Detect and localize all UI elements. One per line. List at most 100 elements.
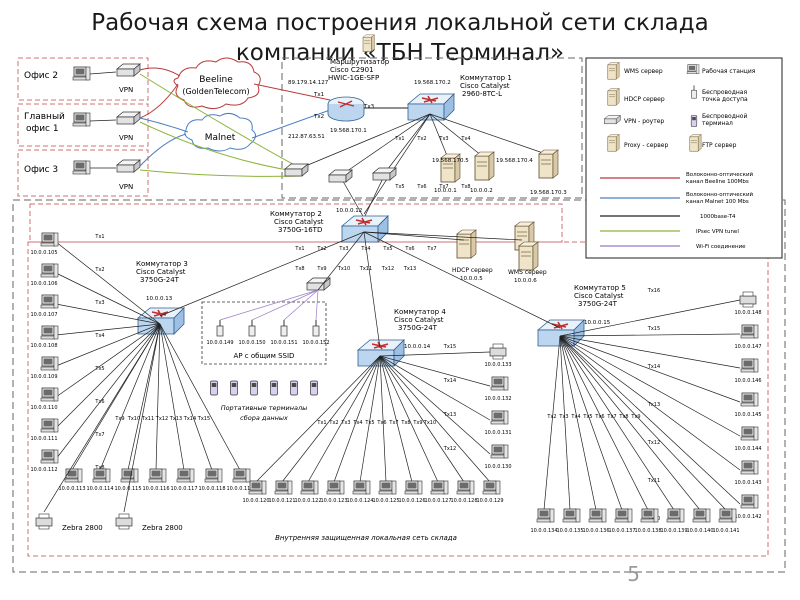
workstation-pc — [740, 392, 759, 407]
switch5-port-label: Tx8 — [618, 414, 628, 420]
switch2-port-label: Tx10 — [337, 266, 350, 272]
switch4-port-label: Tx1 — [316, 420, 326, 426]
switch5-port-label: Tx6 — [594, 414, 604, 420]
workstation-pc — [40, 449, 59, 464]
pc-ip-label: 10.0.0.106 — [30, 281, 57, 287]
title-line-2: компании «ТБН Терминал» — [235, 40, 565, 66]
workstation-pc — [456, 480, 475, 495]
legend-wms: WMS сервер — [624, 68, 663, 75]
lan-main-border — [27, 241, 769, 557]
switch3-port-label: Tx15 — [197, 416, 210, 422]
main-office-label-l1: Главный — [24, 112, 65, 122]
switch3-name-l3: 3750G-24T — [140, 276, 180, 284]
workstation-pc — [326, 480, 345, 495]
pc-ip-label: 10.0.0.133 — [484, 362, 511, 368]
switch1-port-label: Tx6 — [416, 184, 426, 190]
pc-ip-label: 10.0.0.148 — [734, 310, 761, 316]
workstation-pc — [64, 468, 83, 483]
wireless-ap-icon — [248, 319, 256, 337]
ap-ip-label: 10.0.0.149 — [206, 340, 233, 346]
switch5-name-l2: Cisco Catalyst — [574, 292, 624, 300]
wifi-zone: AP с общим SSID Портативные терминалы сб… — [201, 277, 331, 422]
switch2-name-l3: 3750G-16TD — [278, 226, 322, 234]
pc-ip-label: 10.0.0.130 — [484, 464, 511, 470]
switch5-port-label: Tx15 — [647, 326, 660, 332]
page-title: Рабочая схема построения локальной сети … — [0, 8, 800, 68]
switch3-port-label: Tx7 — [94, 432, 104, 438]
switch2-port-label: Tx6 — [404, 246, 414, 252]
pc-ip-label: 10.0.0.124 — [346, 498, 373, 504]
switch-1: Коммутатор 1 Cisco Catalyst 2960-8TC-L 1… — [407, 74, 512, 121]
switch4-name-l3: 3750G-24T — [398, 324, 438, 332]
workstation-pc — [562, 508, 581, 523]
legend-terminal-l1: Беспроводной — [702, 113, 747, 120]
pc-ip-label: 10.0.0.110 — [30, 405, 57, 411]
switch4-port-label: Tx15 — [443, 344, 456, 350]
legend-ftp: FTP сервер — [702, 142, 737, 149]
switch4-port-label: Tx4 — [352, 420, 362, 426]
router-c2901: Маршрутизатор Cisco C2901 HWIC-1GE-SFP 8… — [288, 58, 390, 140]
router-ip-malnet: 212.87.63.51 — [288, 134, 325, 140]
legend-ap-l1: Беспроводная — [702, 89, 747, 96]
outer-network-border — [12, 199, 786, 573]
pc-ip-label: 10.0.0.140 — [686, 528, 713, 534]
beeline-label-l2: (GoldenTelecom) — [182, 87, 249, 96]
legend-wifi-line: Wi-Fi соединение — [696, 244, 746, 250]
handheld-terminal-icon — [230, 380, 238, 396]
switch3-port-label: Tx9 — [114, 416, 124, 422]
switch5-port-label: Tx5 — [582, 414, 592, 420]
label-printer-icon — [115, 513, 133, 530]
office-2-label: Офис 2 — [24, 71, 58, 81]
workstation-pc — [40, 387, 59, 402]
switch3-port-label: Tx8 — [94, 465, 104, 471]
hdcp-ip: 10.0.0.5 — [460, 276, 483, 282]
pc-ip-label: 10.0.0.146 — [734, 378, 761, 384]
office-3: Офис 3 VPN — [24, 159, 141, 191]
label-printer-icon — [35, 513, 53, 530]
switch1-ip: 19.568.170.2 — [414, 80, 451, 86]
workstation-pc — [40, 294, 59, 309]
switch5-port-label: Tx4 — [570, 414, 580, 420]
switch1-port-label: Tx5 — [394, 184, 404, 190]
workstation-pc — [482, 480, 501, 495]
handheld-terminal-icon — [290, 380, 298, 396]
workstation-pc — [718, 508, 737, 523]
switch5-port-label: Tx11 — [647, 478, 660, 484]
switch4-port-label: Tx14 — [443, 378, 456, 384]
switch1-name-l2: Cisco Catalyst — [460, 82, 510, 90]
router-name-l3: HWIC-1GE-SFP — [328, 74, 379, 82]
pc-ip-label: 10.0.0.109 — [30, 374, 57, 380]
office-3-vpn-label: VPN — [119, 183, 133, 191]
switch2-port-label: Tx12 — [381, 266, 394, 272]
office-2-vpn-label: VPN — [119, 86, 133, 94]
workstation-pc — [40, 356, 59, 371]
workstation-pc — [692, 508, 711, 523]
legend-1000base: 1000base-T4 — [700, 214, 736, 220]
terminals-label-l2: сбора данных — [240, 414, 288, 422]
hdcp-name: HDCP сервер — [452, 267, 493, 274]
slide-number: 5 — [627, 562, 640, 586]
pc-ip-label: 10.0.0.134 — [530, 528, 557, 534]
top-server-1-ip: 19.568.170.5 — [432, 158, 469, 164]
legend: WMS сервер Рабочая станция HDCP сервер Б… — [362, 34, 783, 259]
router-tx3: Tx3 — [363, 104, 375, 110]
switch-3: Коммутатор 3 Cisco Catalyst 3750G-24T 10… — [136, 260, 188, 335]
workstation-pc — [120, 468, 139, 483]
pc-ip-label: 10.0.0.115 — [114, 486, 141, 492]
top-server-2-ip: 19.568.170.4 — [496, 158, 533, 164]
vpn-routers — [284, 163, 397, 183]
switch2-port-label: Tx13 — [403, 266, 416, 272]
workstation-pc — [274, 480, 293, 495]
switch4-port-label: Tx6 — [376, 420, 386, 426]
pc-ip-label: 10.0.0.126 — [398, 498, 425, 504]
switch3-port-label: Tx4 — [94, 333, 104, 339]
pc-ip-label: 10.0.0.122 — [294, 498, 321, 504]
workstation-pc — [176, 468, 195, 483]
switch1-port-label: Tx7 — [438, 184, 448, 190]
switch4-port-label: Tx7 — [388, 420, 398, 426]
switch5-port-label: Tx16 — [647, 288, 660, 294]
workstation-pc — [740, 358, 759, 373]
handheld-terminal-icon — [250, 380, 258, 396]
pc-ip-label: 10.0.0.141 — [712, 528, 739, 534]
